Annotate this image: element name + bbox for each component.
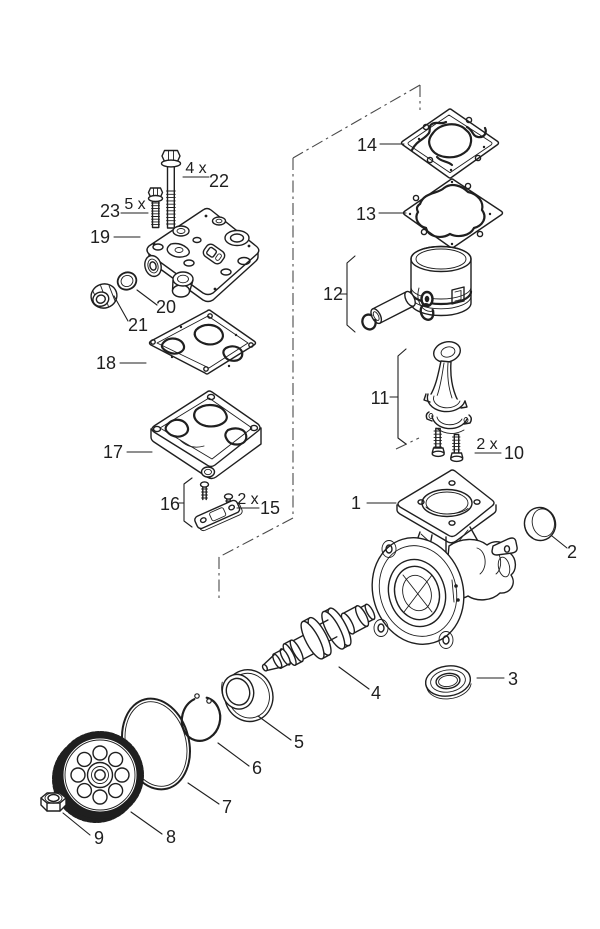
module-boundary bbox=[218, 84, 421, 599]
callout-12: 12 bbox=[323, 284, 343, 304]
part-cover-cap bbox=[523, 506, 557, 542]
part-circlip-b bbox=[419, 303, 435, 321]
part-circlip-a bbox=[361, 313, 377, 331]
boundary-segment-3 bbox=[218, 517, 294, 558]
callout-4: 4 bbox=[371, 683, 381, 703]
part-piston-pin bbox=[370, 290, 416, 325]
callout-6: 6 bbox=[252, 758, 262, 778]
part-valve-plate bbox=[150, 390, 262, 480]
callout-9: 9 bbox=[94, 828, 104, 848]
part-o-ring-small bbox=[116, 271, 138, 291]
qty-note-23: 5 x bbox=[124, 196, 145, 213]
bracket-11 bbox=[397, 348, 407, 445]
part-clamp-group bbox=[194, 481, 243, 532]
callout-8: 8 bbox=[166, 827, 176, 847]
part-piston bbox=[409, 245, 473, 317]
leader-line-9 bbox=[62, 812, 91, 836]
callout-23: 23 bbox=[100, 201, 120, 221]
callout-15: 15 bbox=[260, 498, 280, 518]
qty-note-15: 2 x bbox=[237, 491, 258, 508]
part-bolt-short bbox=[147, 187, 164, 229]
part-snap-ring bbox=[180, 693, 222, 742]
boundary-segment-5 bbox=[395, 437, 420, 450]
callout-5: 5 bbox=[294, 732, 304, 752]
callout-16: 16 bbox=[160, 494, 180, 514]
leader-line-4 bbox=[338, 666, 370, 690]
callout-17: 17 bbox=[103, 442, 123, 462]
boundary-segment-0 bbox=[292, 84, 421, 159]
callout-3: 3 bbox=[508, 669, 518, 689]
callout-14: 14 bbox=[357, 135, 377, 155]
leader-line-2 bbox=[551, 535, 568, 549]
leader-line-6 bbox=[217, 742, 250, 767]
part-bolt-long bbox=[160, 149, 182, 229]
bracket-16 bbox=[183, 477, 193, 528]
part-crankshaft bbox=[261, 603, 376, 672]
leader-line-8 bbox=[130, 811, 163, 835]
callout-1: 1 bbox=[351, 493, 361, 513]
part-head-gasket bbox=[148, 309, 257, 375]
head-port bbox=[171, 271, 194, 298]
callout-11: 11 bbox=[371, 388, 390, 408]
callout-13: 13 bbox=[356, 204, 376, 224]
part-clamp-plate bbox=[194, 499, 243, 532]
leader-line-5 bbox=[257, 715, 292, 741]
callout-19: 19 bbox=[90, 227, 110, 247]
part-seal-ring bbox=[424, 665, 472, 700]
part-cylinder-head bbox=[144, 207, 260, 303]
callout-21: 21 bbox=[128, 315, 148, 335]
part-screw-plug bbox=[90, 283, 118, 309]
callout-10: 10 bbox=[504, 443, 524, 463]
part-rod-bolts bbox=[431, 427, 464, 463]
part-gear bbox=[52, 731, 144, 823]
callout-18: 18 bbox=[96, 353, 116, 373]
leader-line-7 bbox=[187, 782, 220, 805]
callout-22: 22 bbox=[209, 171, 229, 191]
part-bolt-small-a bbox=[199, 481, 210, 501]
callout-20: 20 bbox=[156, 297, 176, 317]
part-ball-bearing bbox=[221, 669, 274, 723]
qty-note-10: 2 x bbox=[476, 436, 497, 453]
leader-line-20 bbox=[136, 289, 158, 306]
leader-line-21 bbox=[113, 295, 129, 322]
part-connecting-rod bbox=[423, 341, 468, 413]
part-crankcase bbox=[371, 469, 518, 649]
part-rod-cap bbox=[425, 411, 472, 434]
part-gasket-cover bbox=[400, 108, 500, 179]
callout-2: 2 bbox=[567, 542, 577, 562]
bracket-12 bbox=[346, 255, 356, 333]
part-nut bbox=[40, 792, 67, 812]
callout-7: 7 bbox=[222, 797, 232, 817]
part-connecting-rod-group bbox=[423, 341, 472, 463]
part-gasket-head bbox=[402, 178, 504, 249]
part-piston-group bbox=[361, 245, 473, 331]
qty-note-22: 4 x bbox=[185, 160, 206, 177]
